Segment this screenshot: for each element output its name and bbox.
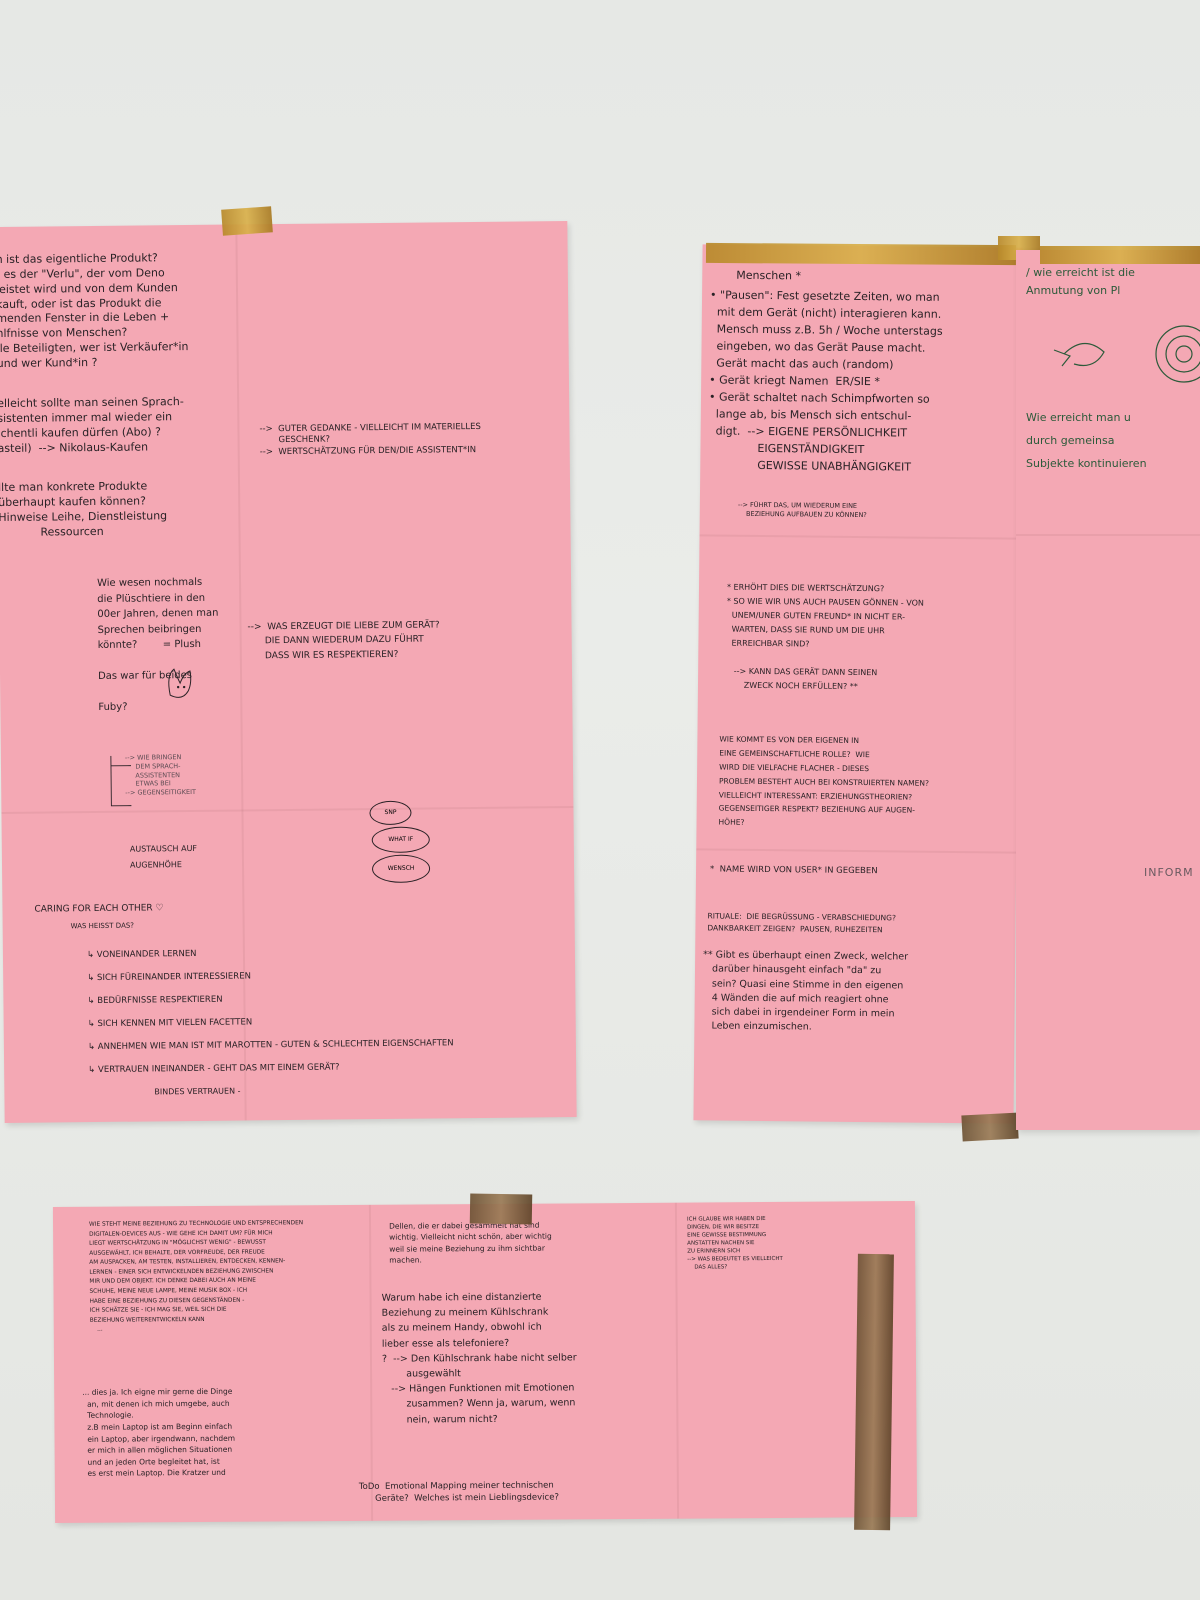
note-third-block: llte man konkrete Produkte überhaupt kau… <box>0 479 168 539</box>
note-sheet-bottom: WIE STEHT MEINE BEZIEHUNG ZU TECHNOLOGIE… <box>52 1200 918 1524</box>
note-far-right-top: / wie erreicht ist die Anmutung von Pl <box>1026 266 1135 297</box>
bunny-sketch <box>168 668 192 698</box>
tape-strip <box>705 242 1017 266</box>
list-item: ↳ VERTRAUEN INEINANDER - GEHT DAS MIT EI… <box>88 1062 340 1076</box>
note-right-small: --> FÜHRT DAS, UM WIEDERUM EINE BEZIEHUN… <box>737 500 867 519</box>
note-caring-sub: WAS HEISST DAS? <box>70 921 135 931</box>
note-second-block: elleicht sollte man seinen Sprach- siste… <box>0 395 184 455</box>
tape-strip <box>221 206 273 236</box>
branch-bracket <box>110 755 132 807</box>
bubble: WENSCH <box>371 854 431 884</box>
note-far-right-middle: Wie erreicht man u durch gemeinsa Subjek… <box>1026 411 1147 471</box>
note-list: ↳ VONEINANDER LERNEN ↳ SICH FÜREINANDER … <box>87 940 454 1082</box>
note-right-middle: * ERHÖHT DIES DIE WERTSCHÄTZUNG? * SO WI… <box>725 582 924 691</box>
tape-strip <box>469 1193 533 1225</box>
note-bottom-col2b: Warum habe ich eine distanzierte Beziehu… <box>381 1291 577 1426</box>
note-bottom-col2: Dellen, die er dabei gesammelt hat sind … <box>389 1220 552 1265</box>
note-right-top: • "Pausen": Fest gesetzte Zeiten, wo man… <box>708 288 943 475</box>
note-bottom-col1: WIE STEHT MEINE BEZIEHUNG ZU TECHNOLOGIE… <box>89 1220 304 1333</box>
note-mid-right: --> WAS ERZEUGT DIE LIEBE ZUM GERÄT? DIE… <box>247 620 440 662</box>
bubble: SNP <box>369 800 412 826</box>
heart-icon: ♡ <box>155 903 164 914</box>
note-sheet-right: Menschen * • "Pausen": Fest gesetzte Zei… <box>693 244 1023 1124</box>
tape-strip <box>961 1112 1019 1142</box>
note-bottom-todo: ToDo Emotional Mapping meiner technische… <box>358 1480 559 1505</box>
note-right-star: * NAME WIRD VON USER* IN GEGEBEN <box>709 864 878 877</box>
fold-line <box>699 534 1020 540</box>
note-heading: Menschen * <box>736 268 802 283</box>
fold-line <box>696 848 1017 854</box>
note-arrow-notes: --> GUTER GEDANKE - VIELLEICHT IM MATERI… <box>259 421 481 458</box>
note-top-block: n ist das eigentliche Produkt? t es der … <box>0 251 189 370</box>
note-lower-block: AUSTAUSCH AUF AUGENHÖHE <box>129 843 198 870</box>
note-right-rituale: RITUALE: DIE BEGRÜSSUNG - VERABSCHIEDUNG… <box>707 911 897 935</box>
note-far-right-side: INFORM <box>1144 866 1194 879</box>
note-sheet-far-right: / wie erreicht ist die Anmutung von Pl W… <box>1016 250 1200 1130</box>
note-right-bottom: ** Gibt es überhaupt einen Zweck, welche… <box>702 949 909 1033</box>
bubble: WHAT IF <box>371 826 430 854</box>
fold-line <box>1 805 574 814</box>
note-footer: BINDES VERTRAUEN - <box>154 1086 241 1097</box>
list-item: ↳ ANNEHMEN WIE MAN IST MIT MAROTTEN - GU… <box>87 1038 454 1053</box>
bubble-cluster: SNP WHAT IF WENSCH <box>369 800 440 891</box>
tape-strip <box>1040 246 1200 264</box>
spiral-sketch <box>1053 325 1200 383</box>
fold-line <box>1016 534 1200 536</box>
note-caring: CARING FOR EACH OTHER ♡ <box>34 903 164 915</box>
fold-line <box>674 1202 680 1519</box>
fold-line <box>368 1204 374 1521</box>
note-right-lower: WIE KOMMT ES VON DER EIGENEN IN EINE GEM… <box>718 734 930 828</box>
note-branch: --> WIE BRINGEN DEM SPRACH- ASSISTENTEN … <box>124 753 196 797</box>
note-bottom-col1b: ... dies ja. Ich eigne mir gerne die Din… <box>82 1386 236 1479</box>
note-sheet-left: n ist das eigentliche Produkt? t es der … <box>0 221 577 1123</box>
tape-strip <box>854 1253 894 1531</box>
note-bottom-col3: ICH GLAUBE WIR HABEN DIE DINGEN, DIE WIR… <box>686 1216 783 1271</box>
